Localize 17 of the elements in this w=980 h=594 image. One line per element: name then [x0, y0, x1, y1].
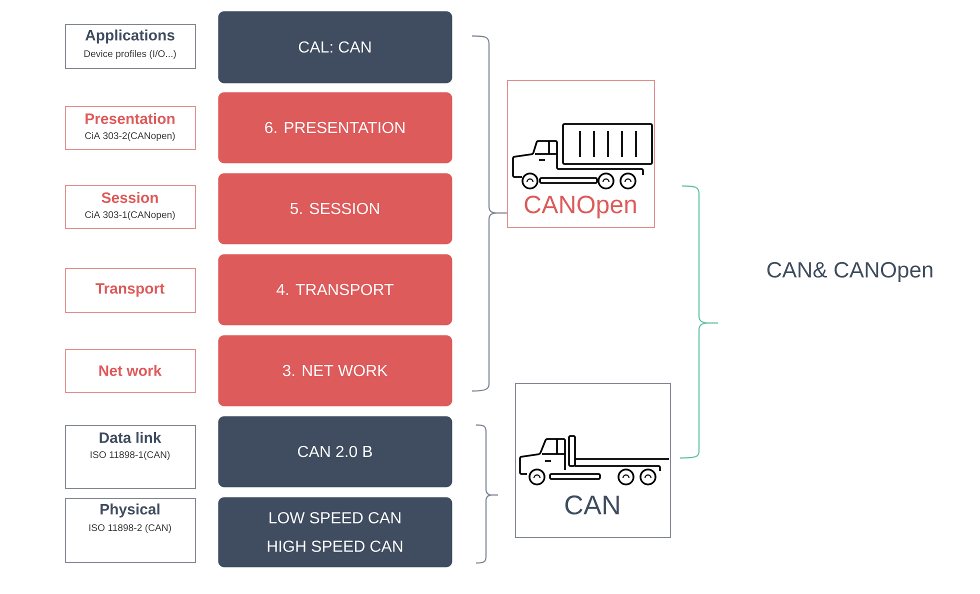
label-box: Session CiA 303-1(CANopen): [65, 185, 196, 229]
protocol-box: CANOpen: [507, 80, 655, 228]
layer-box: CAN 2.0 B: [218, 416, 452, 488]
layer-box: 4. TRANSPORT: [218, 254, 452, 326]
label-box: Transport: [65, 268, 196, 313]
layer-box: 6. PRESENTATION: [218, 92, 452, 164]
layer-box: LOW SPEED CAN HIGH SPEED CAN: [218, 497, 452, 568]
title: CAN& CANOpen: [767, 262, 932, 282]
label-box: Presentation CiA 303-2(CANopen): [65, 106, 196, 150]
layer-box: 5. SESSION: [218, 173, 452, 244]
label-box: Net work: [65, 349, 196, 393]
protocol-box: CAN: [515, 383, 671, 538]
layer-box: CAL: CAN: [218, 11, 452, 84]
label-box: Applications Device profiles (I/O...): [65, 24, 196, 69]
label-box: Physical ISO 11898-2 (CAN): [65, 498, 196, 563]
layer-box: 3. NET WORK: [218, 335, 452, 406]
label-box: Data link ISO 11898-1(CAN): [65, 425, 196, 489]
